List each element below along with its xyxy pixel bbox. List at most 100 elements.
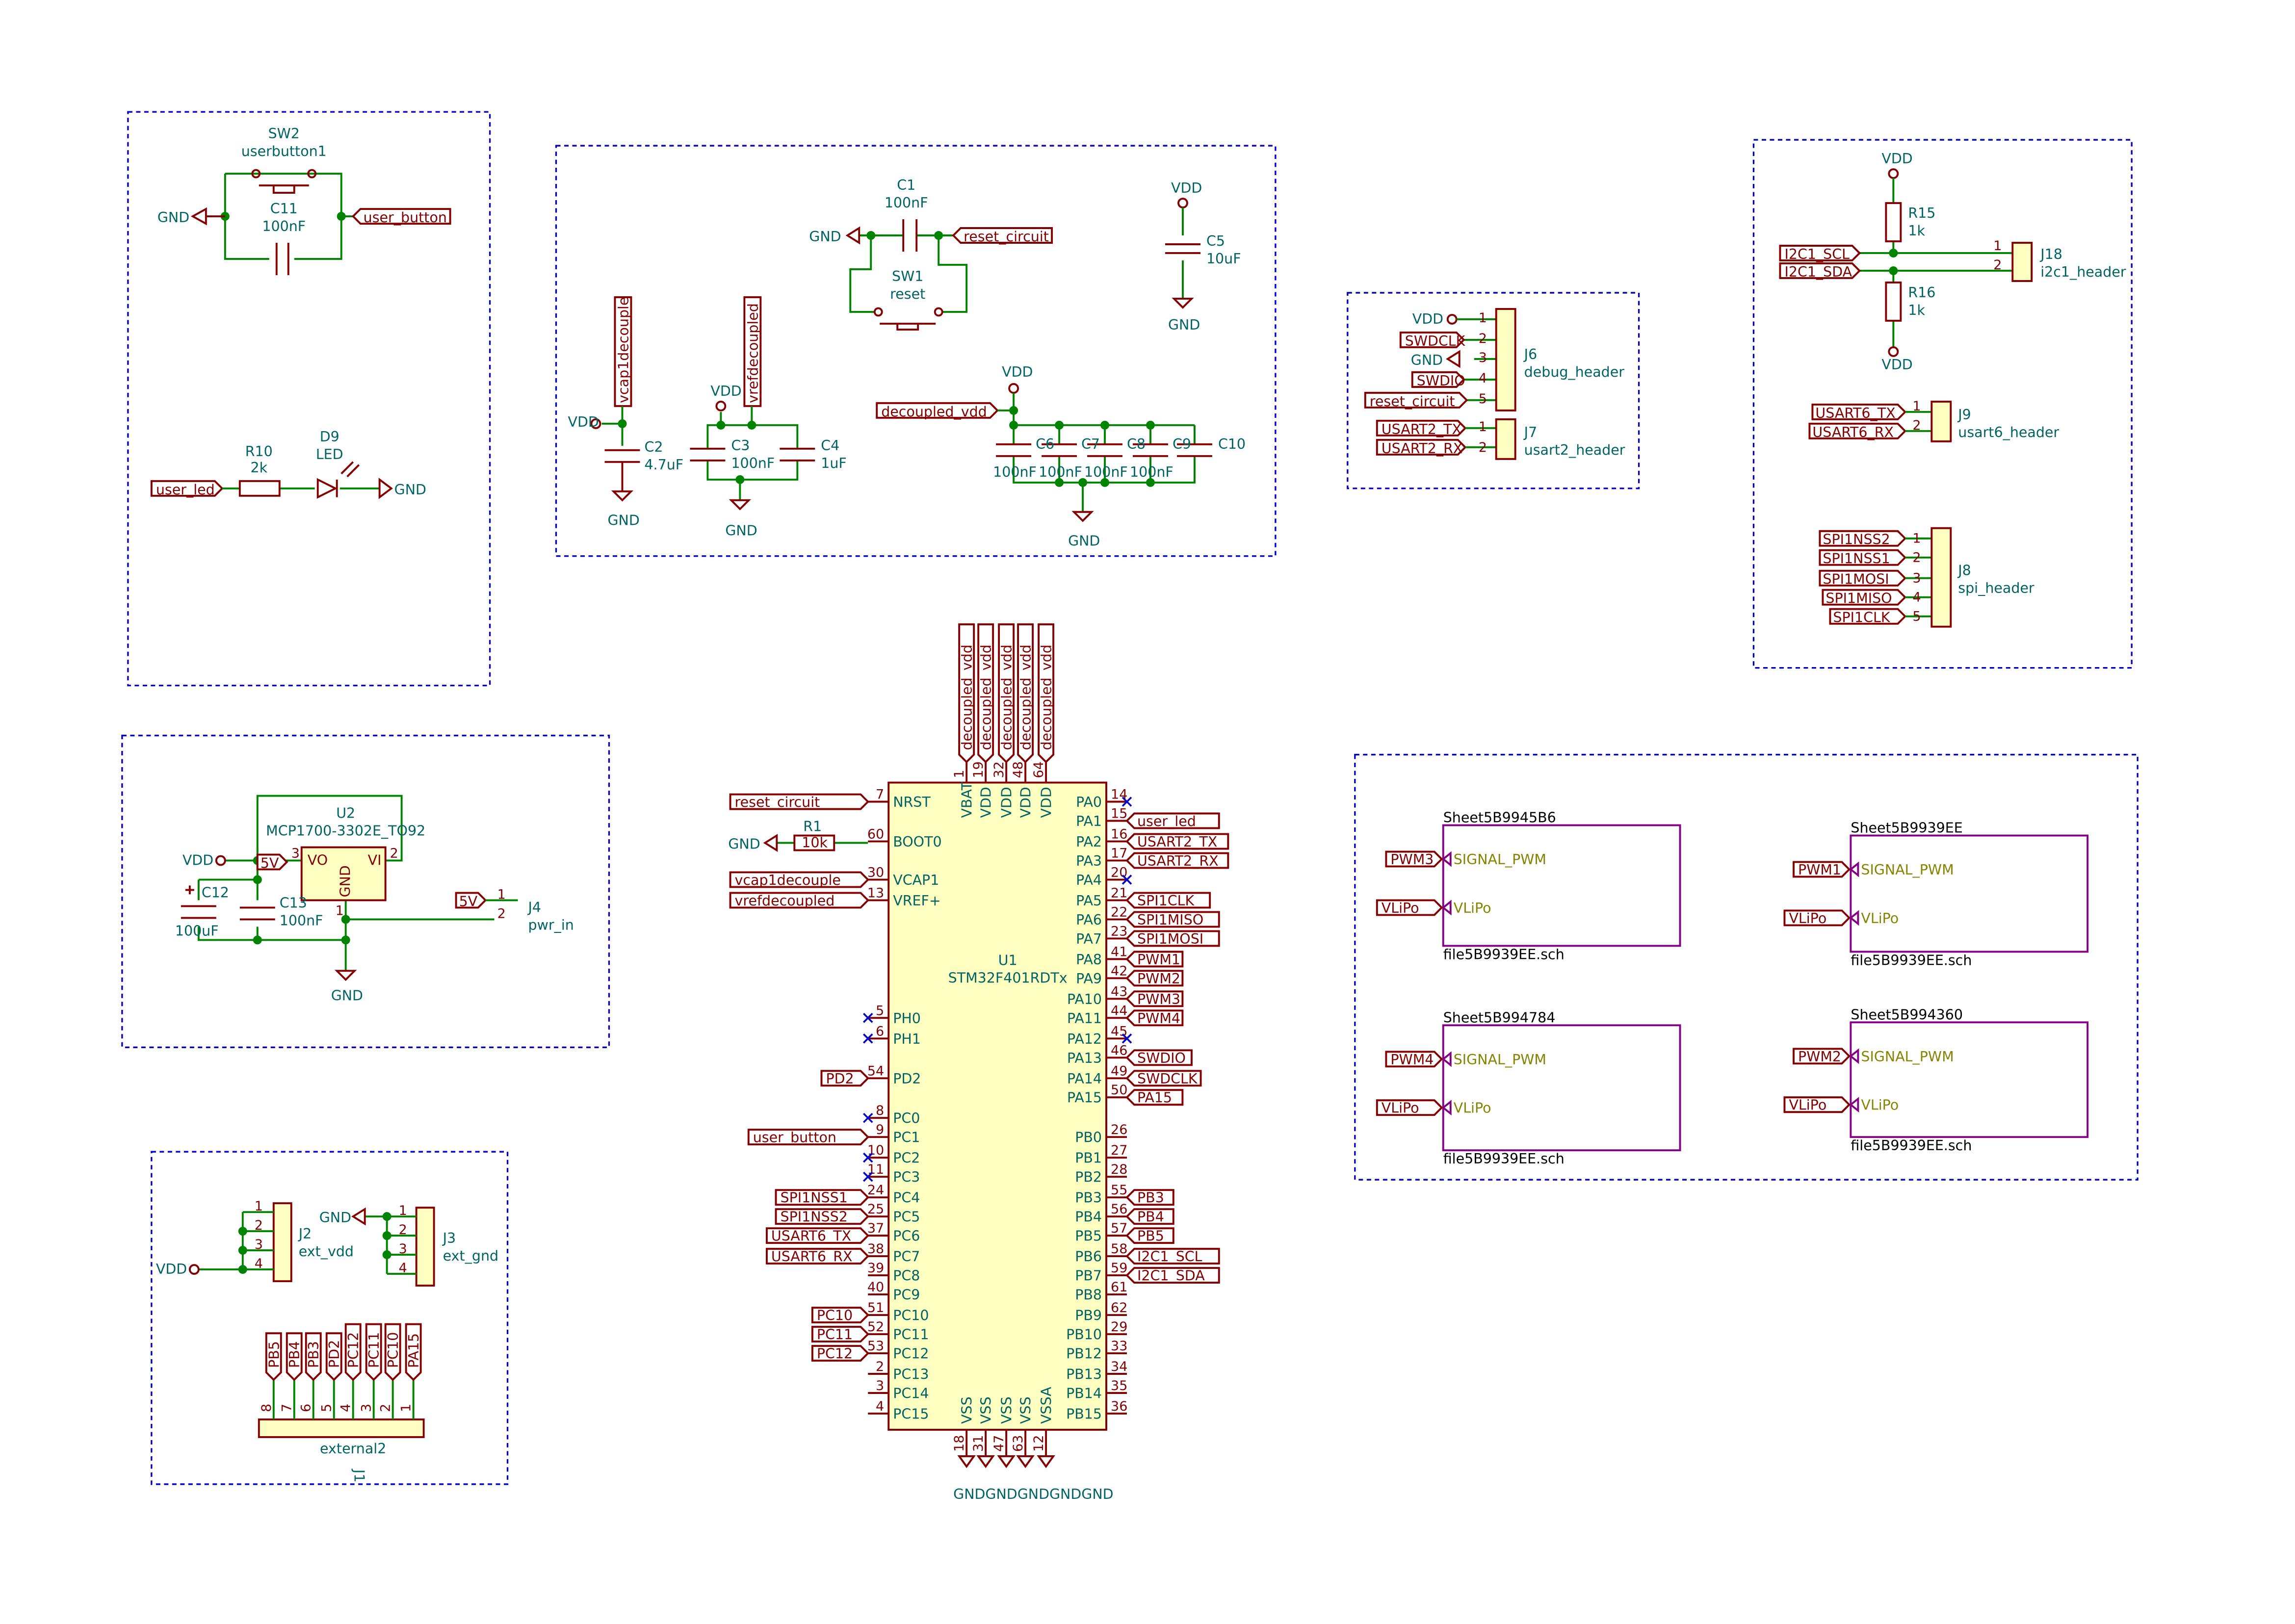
svg-text:2: 2 (497, 906, 506, 921)
mcu-pin-number: 41 (1111, 944, 1127, 959)
r16-ref: R16 (1908, 284, 1935, 301)
mcu-pin-number: 37 (867, 1221, 884, 1236)
mcu-pin-pb10: PB10 (1066, 1327, 1102, 1343)
sheet-frame[interactable] (1850, 1021, 2089, 1138)
vdd-symbol: VDD (183, 852, 213, 868)
label-pwm1-text: PWM1 (1137, 952, 1180, 968)
mcu-pin-number: 55 (1111, 1183, 1127, 1198)
label-swdio-text: SWDIO (1137, 1050, 1186, 1066)
mcu-pin-number: 50 (1111, 1083, 1127, 1098)
svg-text:1: 1 (336, 903, 344, 918)
mcu-vdd-decoupling: decoupled_vdd VDD GND C6 100nF C7 100nF … (876, 364, 1246, 549)
sheet-sheet5b9945b6[interactable]: Sheet5B9945B6file5B9939EE.schSIGNAL_PWMV… (1376, 809, 1681, 962)
mcu-pin-number: 3 (876, 1378, 884, 1393)
sheet-pin-vlipo: VLiPo (1454, 1100, 1491, 1116)
label-usart6-rx-text: USART6_RX (771, 1249, 853, 1265)
label-pa15 (405, 1323, 422, 1381)
sheet-name: Sheet5B994784 (1443, 1009, 1556, 1026)
mcu-pin-number: 62 (1111, 1300, 1127, 1315)
mcu-pin-vss: VSS (999, 1396, 1015, 1424)
j6-value: debug_header (1524, 364, 1625, 380)
j9-ref: J9 (1957, 407, 1971, 423)
j18-value: i2c1_header (2040, 264, 2126, 280)
mcu-pin-pa3: PA3 (1076, 853, 1102, 869)
label-vcap1decouple (729, 871, 870, 888)
mcu-pins: NRST7reset_circuitBOOT060VCAP130vcap1dec… (729, 623, 1229, 1469)
mcu-pin-number: 16 (1111, 826, 1127, 842)
sheet-pin-mark (1441, 900, 1452, 916)
mcu-pin-vss: VSS (959, 1396, 975, 1424)
mcu-pin-pc11: PC11 (893, 1327, 929, 1343)
label-spi1nss2-text: SPI1NSS2 (781, 1209, 848, 1225)
mcu-pin-number: 29 (1111, 1319, 1127, 1335)
sheet-pin-mark (1849, 1048, 1859, 1064)
j1-ref: J1 (351, 1469, 367, 1483)
label-pc12 (811, 1345, 870, 1362)
label-spi1nss1: SPI1NSS1 (1823, 551, 1890, 567)
j7-ref: J7 (1523, 424, 1538, 440)
label-pd2 (820, 1070, 870, 1087)
label-usart2-tx-text: USART2_TX (1137, 834, 1217, 850)
mcu-body (887, 781, 1107, 1431)
label-user-button-text: user_button (753, 1130, 836, 1146)
mcu-pin-number: 22 (1111, 904, 1127, 920)
mcu-pin-pc5: PC5 (893, 1209, 920, 1225)
mcu-pin-number: 64 (1031, 761, 1046, 778)
sheet-frame[interactable] (1442, 824, 1681, 947)
mcu-pin-pc6: PC6 (893, 1228, 920, 1244)
svg-text:4: 4 (255, 1256, 263, 1271)
label-pwm2-text: PWM2 (1798, 1049, 1841, 1065)
mcu-pin-number: 34 (1111, 1359, 1127, 1374)
sw2-ref: SW2 (268, 126, 300, 142)
label-vrefdecoupled-text: vrefdecoupled (735, 893, 835, 909)
j1-pin-number: 7 (280, 1404, 295, 1412)
label-swdclk-text: SWDCLK (1137, 1071, 1198, 1087)
c6-value: 100nF (993, 464, 1037, 480)
svg-text:1: 1 (1912, 531, 1921, 546)
mcu-pin-pb1: PB1 (1075, 1150, 1102, 1166)
label-usart2-rx: USART2_RX (1382, 440, 1463, 457)
j7-value: usart2_header (1524, 442, 1625, 458)
sheet-sheet5b9939ee[interactable]: Sheet5B9939EEfile5B9939EE.schSIGNAL_PWMV… (1783, 820, 2089, 968)
mcu-pin-number: 13 (867, 885, 884, 901)
gnd-symbol: GND (331, 987, 363, 1004)
sheet-pin-mark (1441, 1100, 1452, 1116)
mcu-pin-number: 54 (867, 1063, 884, 1079)
j6-ref: J6 (1523, 346, 1538, 362)
mcu-pin-number: 1 (952, 770, 967, 778)
label-vlipo (1376, 1099, 1443, 1116)
sw1-value: reset (890, 286, 925, 302)
sheet-sheet5b994784[interactable]: Sheet5B994784file5B9939EE.schSIGNAL_PWMV… (1376, 1009, 1681, 1167)
label-pwm4-text: PWM4 (1137, 1010, 1180, 1027)
mcu-pin-number: 44 (1111, 1003, 1127, 1018)
mcu-pin-number: 42 (1111, 963, 1127, 979)
label-decoupled-vdd-text: decoupled_vdd (1039, 644, 1055, 750)
label-vrefdecoupled (729, 892, 870, 909)
c9-ref: C9 (1173, 436, 1191, 452)
label-5v: 5V (459, 893, 478, 909)
label-spi1clk (1125, 892, 1211, 909)
mcu-pin-number: 56 (1111, 1202, 1127, 1217)
mcu-pin-number: 28 (1111, 1162, 1127, 1177)
no-connect-mark (1121, 875, 1132, 885)
svg-text:1: 1 (1479, 419, 1487, 435)
sheet-frame[interactable] (1850, 834, 2089, 953)
no-connect-mark (1121, 1033, 1132, 1044)
c12-value: 100uF (175, 923, 219, 939)
label-pa15 (1125, 1089, 1184, 1106)
label-decoupled-vdd (998, 623, 1015, 764)
gnd-symbol: GND (394, 482, 426, 498)
sheet-pin-mark (1849, 910, 1859, 926)
label-swdclk (1125, 1070, 1202, 1087)
mcu-pin-number: 36 (1111, 1399, 1127, 1414)
label-usart6-rx (765, 1248, 870, 1265)
label-user-button (747, 1129, 870, 1146)
j2-value: ext_vdd (299, 1243, 354, 1260)
sheet-frame[interactable] (1442, 1024, 1681, 1152)
c2-value: 4.7uF (644, 457, 683, 473)
sheet-sheet5b994360[interactable]: Sheet5B994360file5B9939EE.schSIGNAL_PWMV… (1783, 1006, 2089, 1154)
label-decoupled-vdd (977, 623, 994, 764)
label-pwm3-text: PWM3 (1137, 991, 1180, 1007)
